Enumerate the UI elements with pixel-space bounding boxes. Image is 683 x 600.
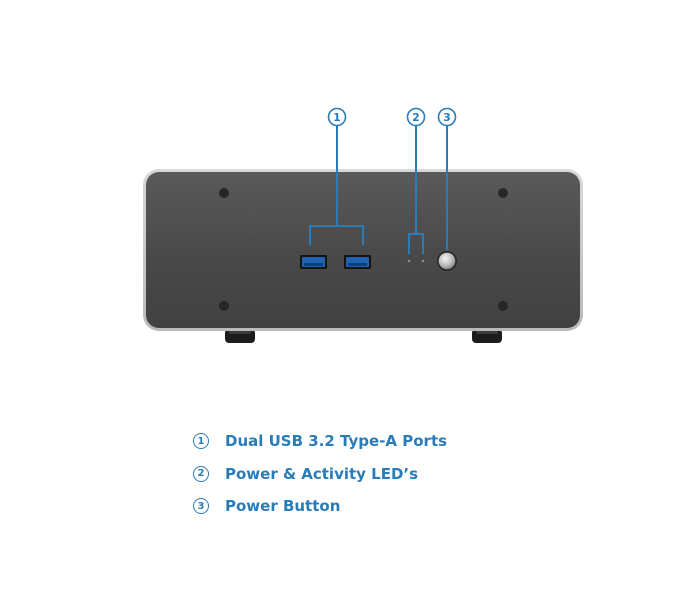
svg-text:1: 1 xyxy=(333,111,341,124)
callout-marker-2: 2 xyxy=(406,107,426,127)
svg-text:2: 2 xyxy=(412,111,420,124)
callout-lines xyxy=(309,126,448,254)
callout-line-2 xyxy=(408,126,424,254)
legend-number-2: 2 xyxy=(193,465,209,482)
screw-top-right xyxy=(498,188,508,198)
legend-number-3: 3 xyxy=(193,498,209,515)
screw-bottom-left xyxy=(219,301,229,311)
screw-top-left xyxy=(219,188,229,198)
legend-label-3: Power Button xyxy=(225,497,341,516)
usb-port-right xyxy=(344,255,371,269)
callout-marker-3: 3 xyxy=(437,107,457,127)
power-button xyxy=(437,251,457,271)
device-chassis xyxy=(143,169,583,331)
status-leds xyxy=(407,259,425,263)
legend-number-1: 1 xyxy=(193,433,209,450)
activity-led xyxy=(421,259,425,263)
callout-marker-1: 1 xyxy=(327,107,347,127)
legend: 1 Dual USB 3.2 Type-A Ports 2 Power & Ac… xyxy=(193,425,447,523)
power-led xyxy=(407,259,411,263)
usb-port-left xyxy=(300,255,327,269)
legend-item-1: 1 Dual USB 3.2 Type-A Ports xyxy=(193,425,447,458)
callout-line-1 xyxy=(309,126,364,245)
chassis-screws xyxy=(219,188,508,311)
svg-text:3: 3 xyxy=(443,111,451,124)
legend-item-2: 2 Power & Activity LED’s xyxy=(193,458,447,491)
legend-label-2: Power & Activity LED’s xyxy=(225,464,419,483)
legend-item-3: 3 Power Button xyxy=(193,490,447,523)
device-feet xyxy=(225,329,502,343)
legend-label-1: Dual USB 3.2 Type-A Ports xyxy=(225,432,448,451)
screw-bottom-right xyxy=(498,301,508,311)
